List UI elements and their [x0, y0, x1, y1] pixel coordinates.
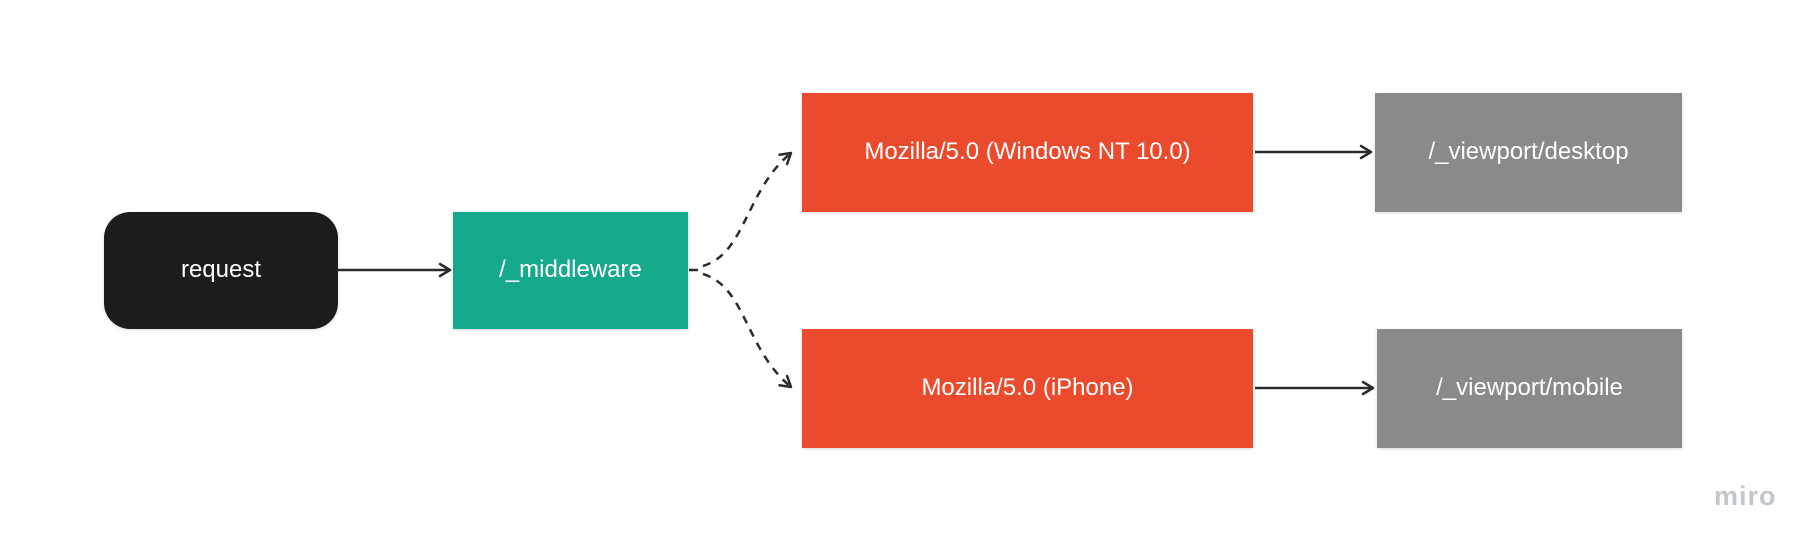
node-user-agent-desktop[interactable]: Mozilla/5.0 (Windows NT 10.0) [802, 93, 1253, 212]
node-middleware[interactable]: /_middleware [453, 212, 688, 329]
node-viewport-desktop[interactable]: /_viewport/desktop [1375, 93, 1682, 212]
node-request-label: request [180, 256, 262, 284]
node-middleware-label: /_middleware [499, 256, 642, 284]
node-user-agent-mobile[interactable]: Mozilla/5.0 (iPhone) [802, 329, 1253, 448]
node-viewport-mobile[interactable]: /_viewport/mobile [1377, 329, 1682, 448]
node-request[interactable]: request [104, 212, 338, 329]
node-user-agent-mobile-label: Mozilla/5.0 (iPhone) [921, 374, 1134, 402]
connector-middleware-to-ua-desktop[interactable] [702, 151, 793, 268]
node-user-agent-desktop-label: Mozilla/5.0 (Windows NT 10.0) [864, 138, 1191, 166]
connector-middleware-to-ua-mobile[interactable] [702, 272, 793, 389]
miro-logo: miro [1714, 481, 1777, 511]
node-viewport-desktop-label: /_viewport/desktop [1428, 138, 1629, 166]
node-viewport-mobile-label: /_viewport/mobile [1436, 374, 1623, 402]
